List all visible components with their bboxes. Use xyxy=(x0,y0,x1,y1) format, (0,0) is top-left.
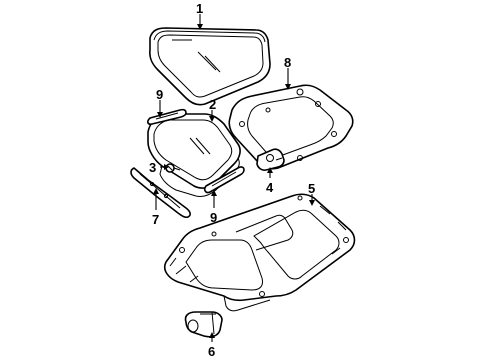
bracket-part-4 xyxy=(256,148,285,171)
weatherstrip-part-9-lower xyxy=(203,166,245,194)
screw-part-3 xyxy=(165,163,181,173)
frame-seal-part-8 xyxy=(228,84,354,170)
motor-part-6 xyxy=(184,311,223,338)
weatherstrip-part-9-upper xyxy=(147,108,187,125)
callout-1: 1 xyxy=(196,1,203,16)
callout-6: 6 xyxy=(208,344,215,359)
glass-panel-part-1 xyxy=(149,27,271,106)
callout-5: 5 xyxy=(308,181,315,196)
housing-frame-part-5 xyxy=(163,193,356,312)
callout-3: 3 xyxy=(149,160,156,175)
callout-9-upper: 9 xyxy=(156,87,163,102)
callout-2: 2 xyxy=(209,97,216,112)
guide-part-7 xyxy=(130,167,191,219)
sunroof-panel-part-2 xyxy=(147,113,241,197)
leader-lines xyxy=(153,14,315,342)
callout-8: 8 xyxy=(284,55,291,70)
callout-9-lower: 9 xyxy=(210,210,217,225)
callout-7: 7 xyxy=(152,212,159,227)
callout-4: 4 xyxy=(266,180,274,195)
